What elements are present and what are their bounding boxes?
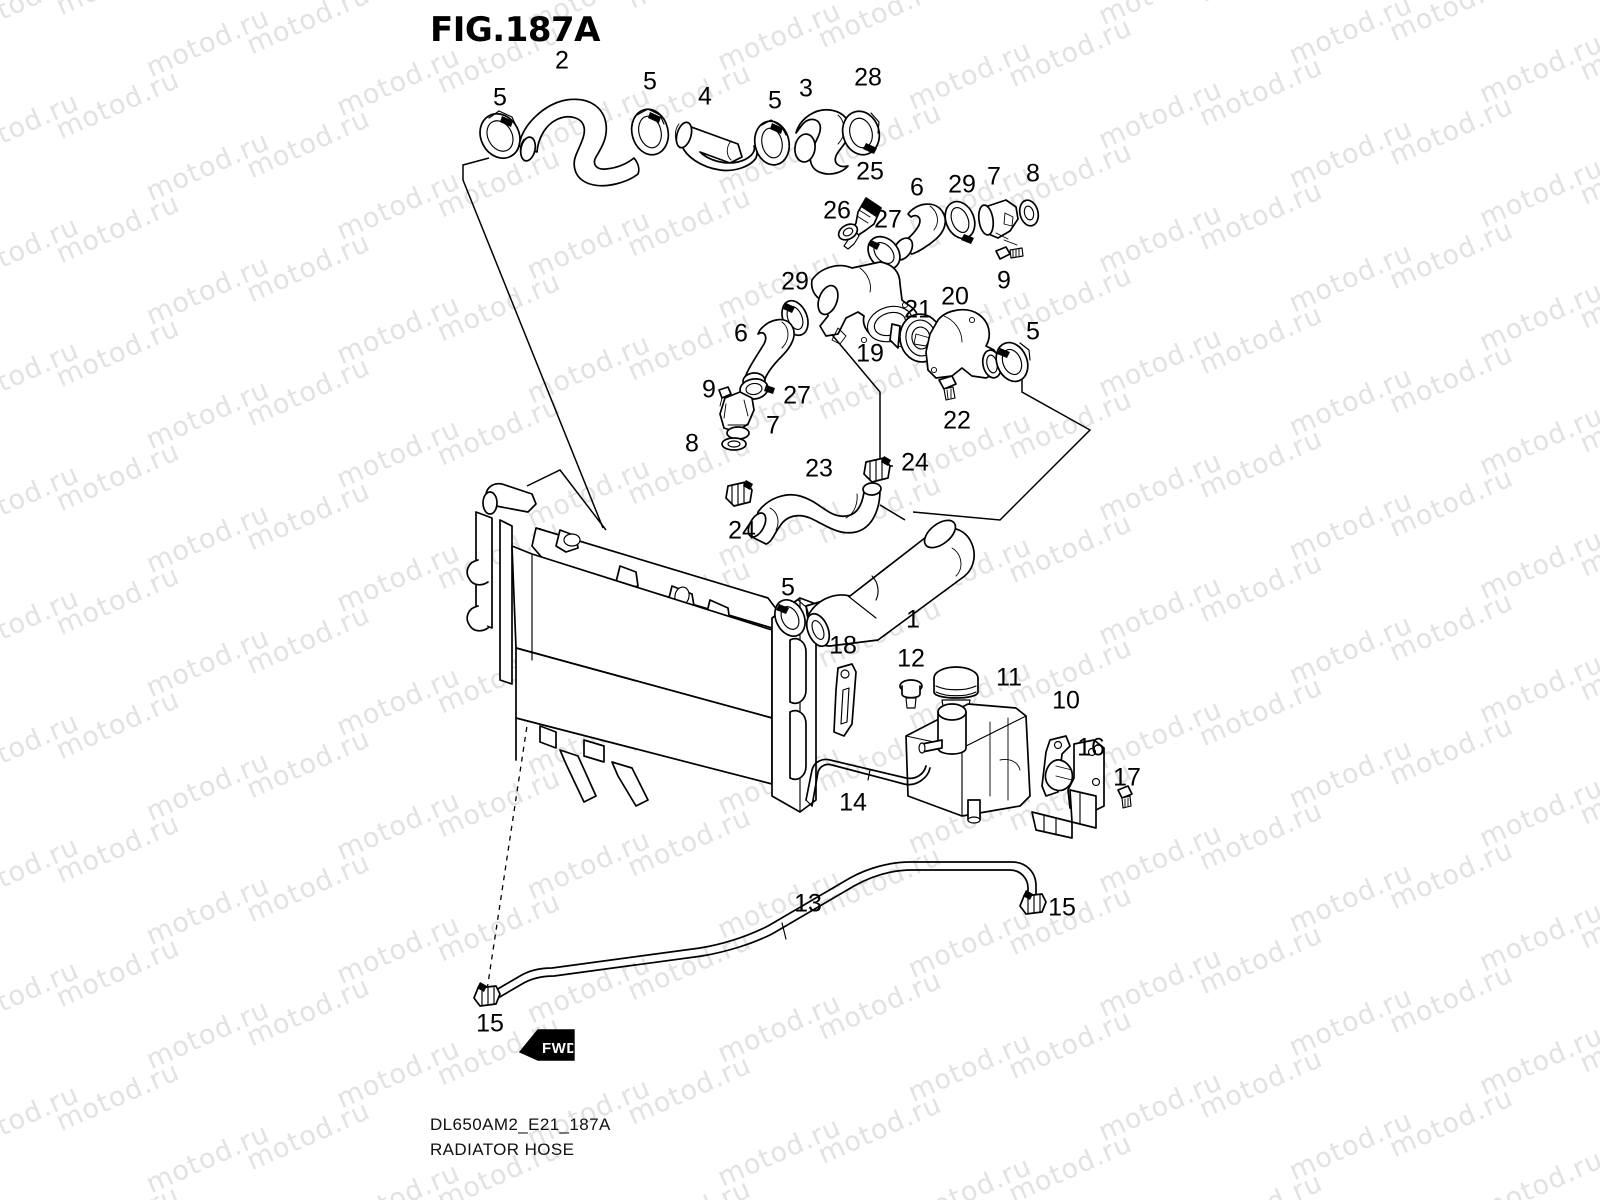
callout-6a: 6 bbox=[910, 173, 924, 202]
hose-clamp-15b bbox=[473, 982, 501, 1007]
callout-21: 21 bbox=[904, 295, 932, 324]
callout-17: 17 bbox=[1113, 763, 1141, 792]
fwd-orientation-marker: FWD bbox=[516, 1022, 578, 1070]
hose-clamp-15a bbox=[1019, 890, 1047, 915]
hose-clamp-29a bbox=[944, 200, 976, 244]
hose-guide-clamp-18 bbox=[833, 663, 857, 737]
o-ring-8a bbox=[1018, 199, 1040, 227]
callout-10: 10 bbox=[1052, 686, 1080, 715]
callout-7b: 7 bbox=[766, 411, 780, 440]
callout-15b: 15 bbox=[476, 1009, 504, 1038]
callout-29b: 29 bbox=[781, 267, 809, 296]
water-union-7b bbox=[719, 391, 755, 440]
callout-27a: 27 bbox=[874, 205, 902, 234]
hose-clamp-27a bbox=[867, 235, 901, 271]
callout-28: 28 bbox=[854, 63, 882, 92]
callout-9a: 9 bbox=[997, 266, 1011, 295]
callout-26: 26 bbox=[823, 196, 851, 225]
bolt-17 bbox=[1117, 785, 1133, 809]
reservoir-hose-13 bbox=[495, 861, 1037, 999]
callout-9b: 9 bbox=[702, 375, 716, 404]
caption-code: DL650AM2_E21_187A bbox=[430, 1115, 611, 1134]
callout-25: 25 bbox=[856, 157, 884, 186]
callout-4: 4 bbox=[698, 82, 712, 111]
hose-clamp-27b bbox=[739, 378, 775, 400]
callout-8b: 8 bbox=[685, 429, 699, 458]
bolt-9b bbox=[718, 386, 732, 407]
callout-24a: 24 bbox=[901, 448, 929, 477]
callout-7a: 7 bbox=[987, 162, 1001, 191]
hose-clamp-24a bbox=[863, 456, 891, 483]
page-title: FIG.187A bbox=[430, 10, 600, 50]
callout-18: 18 bbox=[829, 631, 857, 660]
caption-name: RADIATOR HOSE bbox=[430, 1140, 575, 1159]
callout-3: 3 bbox=[799, 74, 813, 103]
callout-2: 2 bbox=[555, 46, 569, 75]
callout-16: 16 bbox=[1077, 733, 1105, 762]
callout-5e: 5 bbox=[781, 573, 795, 602]
callout-12: 12 bbox=[897, 644, 925, 673]
breather-hose-14 bbox=[805, 758, 931, 807]
svg-text:FWD: FWD bbox=[542, 1040, 578, 1057]
radiator bbox=[466, 482, 841, 813]
water-pipe-4 bbox=[674, 121, 758, 172]
reservoir-bracket-16 bbox=[1031, 735, 1105, 839]
callout-15a: 15 bbox=[1048, 893, 1076, 922]
bolt-9a bbox=[995, 239, 1024, 260]
hose-clamp-5d bbox=[995, 341, 1031, 383]
callout-27b: 27 bbox=[783, 381, 811, 410]
o-ring-8b bbox=[721, 437, 747, 451]
callout-20: 20 bbox=[941, 282, 969, 311]
hose-2 bbox=[518, 98, 640, 187]
hose-clamp-5a bbox=[479, 110, 521, 160]
callout-19: 19 bbox=[856, 339, 884, 368]
callout-24b: 24 bbox=[728, 516, 756, 545]
hose-assembly-top bbox=[479, 98, 881, 187]
callout-29a: 29 bbox=[948, 170, 976, 199]
callout-22: 22 bbox=[943, 406, 971, 435]
hose-clamp-24b bbox=[725, 480, 753, 507]
callout-5c: 5 bbox=[768, 86, 782, 115]
thermostat-cover-20 bbox=[925, 308, 1003, 379]
callout-8a: 8 bbox=[1026, 159, 1040, 188]
reservoir-tank-10 bbox=[905, 703, 1031, 824]
bolt-22 bbox=[938, 375, 957, 401]
callout-6b: 6 bbox=[734, 319, 748, 348]
callout-5d: 5 bbox=[1026, 317, 1040, 346]
hose-clamp-5c bbox=[753, 119, 791, 166]
callout-5a: 5 bbox=[493, 83, 507, 112]
callout-23: 23 bbox=[805, 454, 833, 483]
callout-11: 11 bbox=[996, 663, 1022, 692]
callout-13: 13 bbox=[794, 889, 822, 918]
callout-1: 1 bbox=[906, 605, 920, 634]
hose-clamp-28 bbox=[841, 110, 881, 156]
callout-14: 14 bbox=[839, 788, 867, 817]
bolt-12 bbox=[899, 679, 923, 709]
radiator-hose-1 bbox=[805, 519, 975, 648]
figure-caption: DL650AM2_E21_187A RADIATOR HOSE bbox=[430, 1112, 611, 1162]
water-union-7a bbox=[977, 199, 1019, 240]
hose-3 bbox=[794, 108, 851, 175]
o-ring-26 bbox=[837, 223, 859, 241]
callout-5b: 5 bbox=[643, 67, 657, 96]
hose-clamp-5e bbox=[774, 599, 808, 637]
bypass-hose-23 bbox=[747, 482, 882, 545]
hose-clamp-5b bbox=[630, 108, 670, 156]
